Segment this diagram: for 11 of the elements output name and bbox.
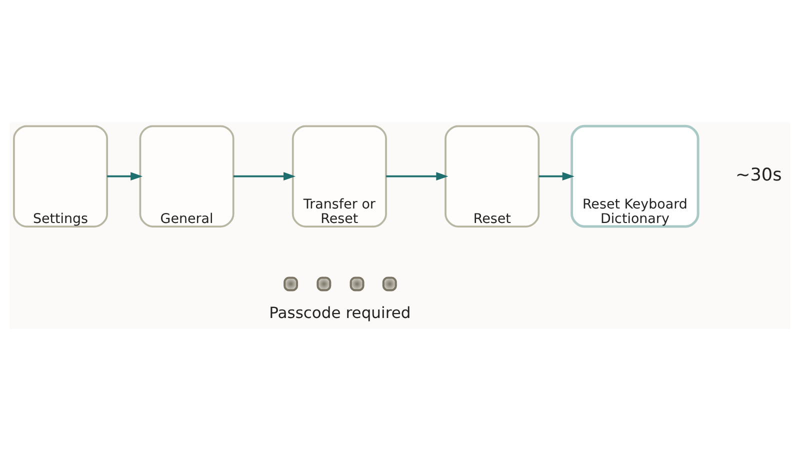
arrow <box>107 172 143 180</box>
arrow <box>233 172 296 180</box>
node-box: Settings <box>13 124 108 227</box>
node-label: ~30s <box>735 165 782 186</box>
node-box: General <box>139 124 234 227</box>
label: Passcode required <box>269 304 411 322</box>
node-box: Reset Keyboard Dictionary <box>570 124 700 228</box>
node-box: Reset <box>444 124 540 227</box>
arrow <box>386 172 448 180</box>
node-box: Transfer or Reset <box>292 124 387 227</box>
arrow <box>538 172 574 180</box>
